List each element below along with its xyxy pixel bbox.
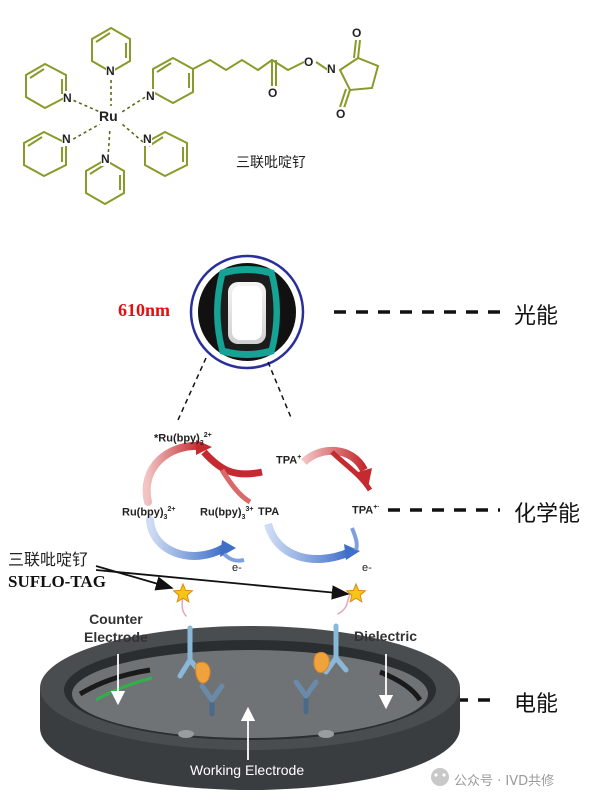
atom-label-ru: Ru	[99, 108, 118, 124]
tpa-radical-label: TPA+·	[352, 504, 380, 517]
tag-label-chinese: 三联吡啶钌	[8, 550, 89, 569]
energy-light-label: 光能	[514, 304, 559, 329]
atom-label-n-bottom: N	[101, 152, 110, 166]
electron-label-left: e-	[232, 562, 242, 574]
atom-label-n-upper-left: N	[63, 91, 72, 105]
pyridine-ring-upper-left	[25, 62, 67, 110]
ru-2plus-label: Ru(bpy)32+	[122, 506, 176, 521]
atom-label-n-upper-right: N	[146, 89, 155, 103]
atom-label-n-lower-right: N	[143, 132, 152, 146]
tpa-plus-label: TPA+	[276, 454, 302, 467]
pyridine-ring-lower-left	[23, 130, 67, 178]
atom-label-n-lower-left: N	[62, 132, 71, 146]
atom-label-o-imide-top: O	[352, 26, 362, 40]
energy-electrical-label: 电能	[514, 692, 559, 717]
linker-chain	[192, 58, 305, 72]
atom-label-n-top: N	[106, 64, 115, 78]
dielectric-label: Dielectric	[354, 628, 418, 644]
wavelength-label: 610nm	[118, 300, 171, 320]
tag-label-suflo: SUFLO-TAG	[8, 572, 106, 591]
molecule-caption: 三联吡啶钌	[236, 155, 306, 171]
watermark-text: 公众号 · IVD共修	[454, 774, 555, 789]
succinimide-ring	[338, 56, 380, 92]
pyridine-ring-upper-right	[152, 56, 194, 105]
atom-label-o-ester: O	[304, 55, 314, 69]
pyridine-ring-bottom	[85, 158, 125, 206]
energy-chemical-label: 化学能	[514, 502, 581, 527]
ruthenium-complex-structure	[23, 26, 380, 206]
atom-label-o-carbonyl: O	[268, 86, 278, 100]
counter-electrode-label: Counter Electrode	[84, 611, 148, 645]
wechat-icon	[431, 768, 449, 786]
atom-label-n-imide: N	[327, 62, 336, 76]
antibody-complex-left	[177, 591, 225, 717]
ru-excited-label: *Ru(bpy)32+	[154, 432, 212, 447]
light-emission-lamp	[189, 254, 305, 370]
electron-label-right: e-	[362, 562, 372, 574]
tag-star-right	[345, 582, 367, 603]
ecl-reaction-cycles	[142, 440, 373, 564]
tag-star-left	[172, 582, 194, 603]
atom-label-o-imide-bottom: O	[336, 107, 346, 121]
working-electrode-label: Working Electrode	[190, 762, 305, 778]
ru-3plus-label: Ru(bpy)33+	[200, 506, 254, 521]
tpa-label: TPA	[258, 506, 280, 518]
